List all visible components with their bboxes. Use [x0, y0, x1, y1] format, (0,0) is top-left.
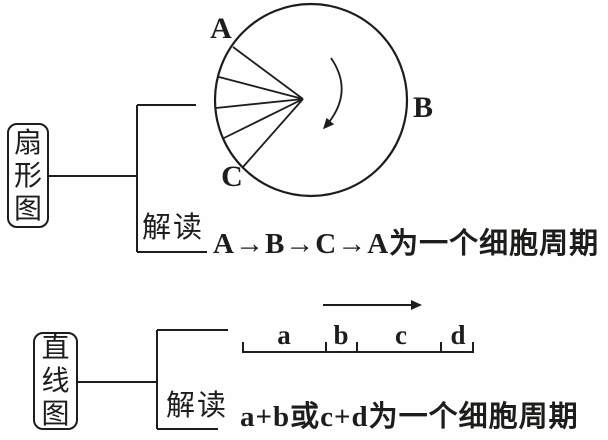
timeline-diagram [242, 300, 474, 353]
segment-label-b: b [333, 320, 349, 350]
timeline-ticks [242, 342, 474, 353]
cell-cycle-circle [213, 2, 409, 198]
fan-chart-box: 扇形图 [7, 123, 49, 228]
fan-interpret-label: 解读 [142, 212, 205, 244]
phase-label-C: C [221, 160, 243, 193]
line-branch-connector [78, 329, 228, 430]
line-interpret-label: 解读 [166, 390, 229, 422]
segment-label-d: d [450, 320, 466, 350]
fan-interpretation-text: A→B→C→A为一个细胞周期 [213, 228, 600, 260]
line-chart-box: 直线图 [33, 332, 78, 430]
fan-diagram [213, 2, 409, 198]
line-interpretation-text: a+b或c+d为一个细胞周期 [240, 401, 579, 433]
phase-label-B: B [412, 91, 434, 124]
segment-label-a: a [277, 320, 291, 350]
segment-label-c: c [395, 320, 407, 350]
clockwise-rotation-arrow-icon [323, 57, 343, 130]
sector-divider-lines [215, 46, 304, 168]
phase-label-A: A [210, 12, 232, 45]
fan-branch-connector [49, 104, 207, 253]
